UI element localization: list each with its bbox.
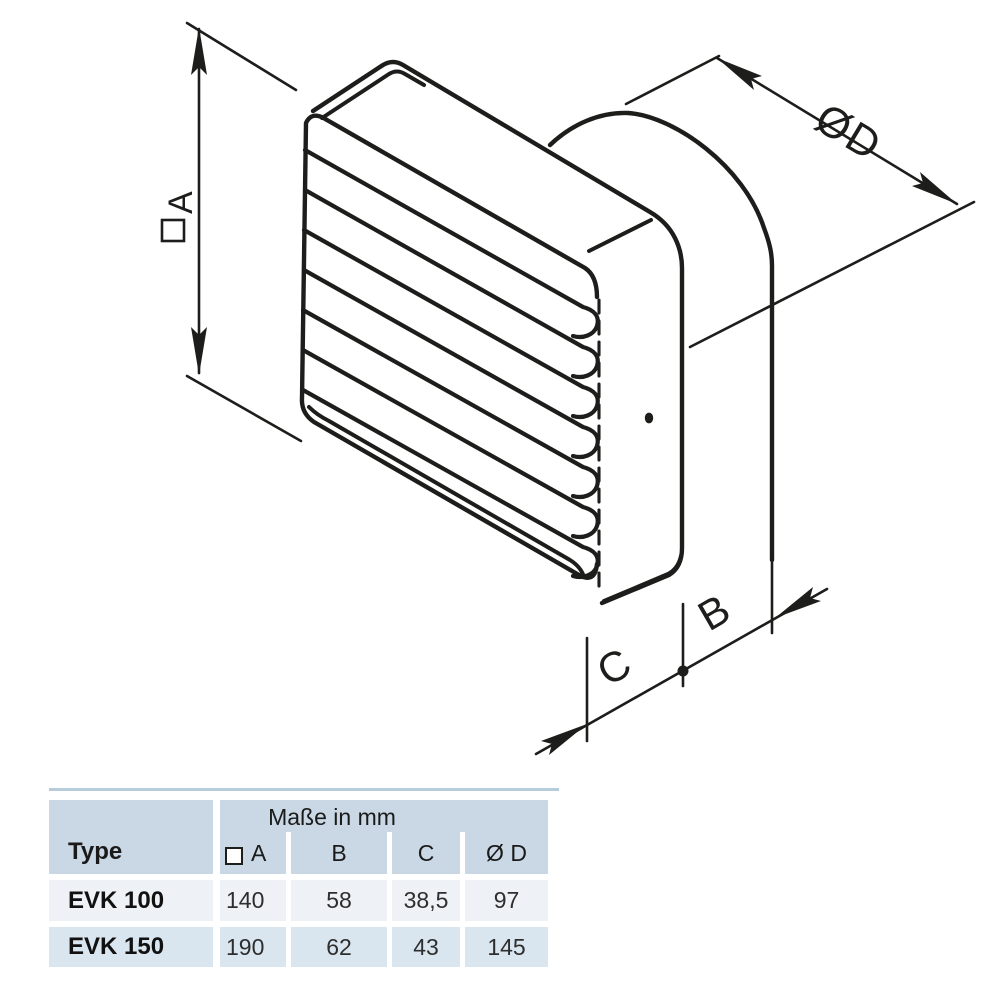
dim-a-extension-bottom (185, 374, 303, 443)
bottom-rail-inner-line (307, 405, 586, 579)
dim-d-extension-bottom (688, 200, 976, 349)
screw-hole (644, 412, 654, 424)
arrowhead-up-icon (191, 27, 207, 75)
table-cell-d: 97 (465, 880, 548, 921)
grille-front-face (299, 113, 600, 580)
table-cell-c: 38,5 (392, 880, 460, 921)
table-header-col-a-letter: A (251, 840, 267, 866)
arrowhead-downleft-icon (775, 587, 821, 618)
louver-slat (300, 307, 600, 500)
table-cell-a: 140 (220, 880, 286, 921)
table-row-type: EVK 150 (49, 927, 213, 967)
dim-a-label: A (162, 191, 200, 214)
dim-a-extension-top (185, 21, 298, 92)
vent-dimension-diagram: A ØD B C (160, 21, 976, 756)
top-edge-inner-line (320, 69, 426, 120)
table-top-accent-line (49, 788, 559, 791)
table-cell-b: 58 (291, 880, 387, 921)
louver-slat (302, 147, 600, 340)
table-cell-d: 145 (465, 927, 548, 967)
louver-slat (301, 227, 600, 420)
table-header-group: Maße in mm (220, 800, 548, 832)
louvered-grille-body (299, 59, 775, 606)
arrowhead-down-icon (191, 327, 207, 375)
louver-slat (300, 387, 600, 580)
table-header-col-b: B (291, 832, 387, 874)
table-header-col-c: C (392, 832, 460, 874)
arrowhead-upleft-icon (717, 58, 762, 90)
table-header-col-d: Ø D (465, 832, 548, 874)
dim-d-line (715, 56, 959, 206)
dimension-table: Type Maße in mm A B C Ø D EVK 100 140 58… (49, 800, 548, 967)
dim-d-label: ØD (807, 94, 890, 170)
dim-b-label: B (690, 585, 739, 640)
arrowhead-downright-icon (912, 172, 957, 204)
table-cell-b: 62 (291, 927, 387, 967)
table-row-type: EVK 100 (49, 880, 213, 921)
frame-top-edge (587, 218, 653, 253)
louver-slat (302, 187, 600, 380)
duct-silhouette (547, 110, 775, 563)
dim-d-extension-top (624, 54, 721, 106)
louver-slat (300, 347, 600, 540)
dim-bc-shared-point (677, 665, 689, 677)
table-cell-c: 43 (392, 927, 460, 967)
square-symbol (160, 218, 186, 243)
table-header-col-a: A (220, 832, 286, 874)
square-symbol (225, 847, 243, 865)
technical-drawing: A ØD B C (160, 21, 976, 756)
dimension-arrowheads (191, 27, 957, 755)
louver-slats (300, 147, 600, 580)
table-header-type: Type (49, 800, 213, 874)
louver-slat (301, 267, 600, 460)
table-cell-a: 190 (220, 927, 286, 967)
frame-bottom-edge (602, 554, 683, 603)
arrowhead-upright-icon (541, 724, 587, 755)
dim-c-label: C (589, 638, 640, 694)
